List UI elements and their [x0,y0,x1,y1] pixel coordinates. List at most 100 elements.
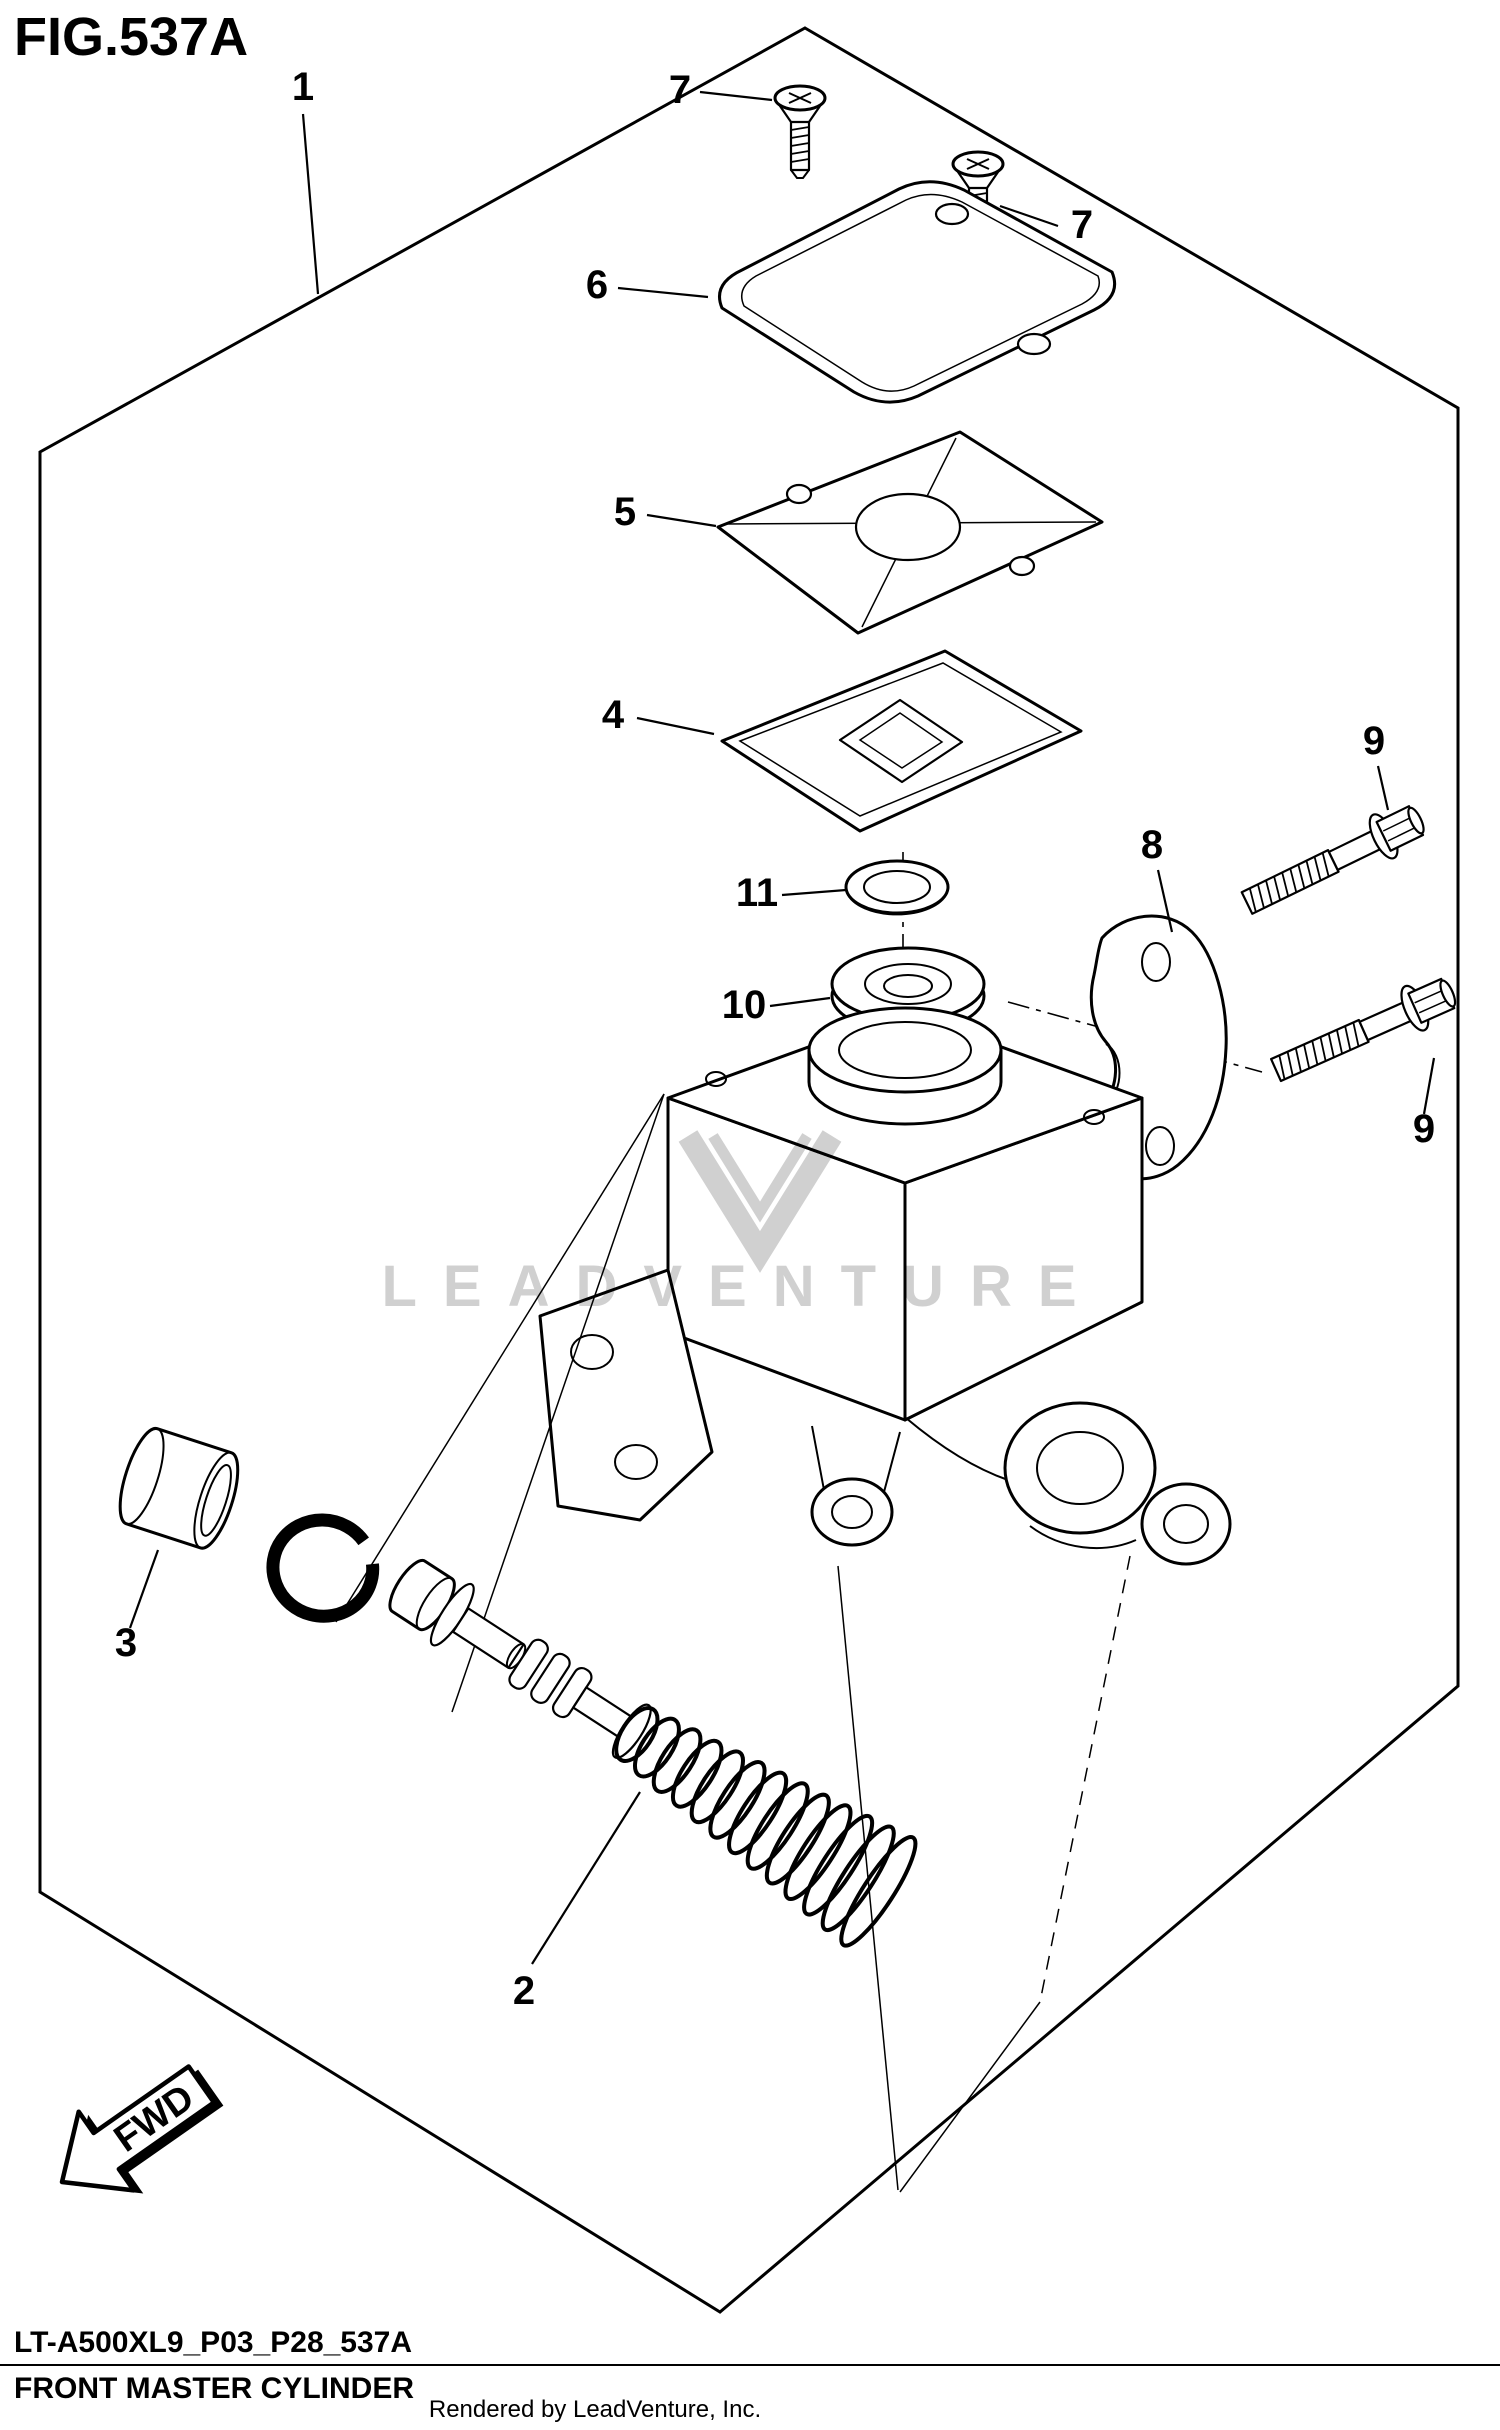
leader-line [1376,765,1390,811]
thread-line [790,150,810,155]
bore-boss-inner [1036,1431,1124,1505]
callout-3[interactable]: 3 [115,1621,137,1665]
thread-line [1321,852,1330,877]
callout-10[interactable]: 10 [722,983,767,1027]
body-bottom-edge [1029,1525,1137,1550]
thread-line [1344,1025,1352,1051]
callout-1[interactable]: 1 [292,65,314,109]
watermark-logo-icon [678,1130,842,1273]
projection-line [335,1093,665,1623]
callout-7-top[interactable]: 7 [669,68,691,112]
leader-line [531,1791,641,1965]
spring-coil [633,1716,681,1779]
callouts: 1 7 7 6 5 4 11 10 8 9 9 3 2 [115,65,1435,2013]
piston-rod [451,1607,525,1669]
thread-line [1313,856,1322,881]
thread-line [1336,1029,1343,1054]
leader-line [128,1549,160,1629]
callout-11[interactable]: 11 [736,871,778,915]
plate-screw-hole [785,483,813,505]
callout-9-lower[interactable]: 9 [1413,1107,1435,1151]
banjo-union [810,1477,894,1547]
circlip-ring [266,1513,380,1623]
callout-7-right[interactable]: 7 [1071,203,1093,247]
part-washer-ring [844,859,950,916]
plate-center-hole [854,492,962,562]
callout-5[interactable]: 5 [614,490,636,534]
thread-line [1305,860,1314,885]
cap-screw-boss [705,1071,727,1087]
flange-hole [570,1334,614,1370]
spring-coil [670,1738,724,1809]
callout-2[interactable]: 2 [513,1969,535,2013]
washer-thickness [846,892,948,916]
part-screw-top [773,84,827,179]
leader-line [781,888,847,897]
leader-line [617,286,709,299]
clevis-lug [1140,1482,1232,1566]
cap-screw-hole [934,202,970,226]
thread-line [1286,1051,1294,1076]
leader-line [646,513,717,528]
spring-coil [820,1824,896,1933]
bore-boss [1003,1401,1157,1535]
spring-coil [839,1835,918,1948]
screw-slot [788,92,812,104]
spring-coil [727,1770,789,1856]
clamp-hole [1141,942,1171,982]
thread-line [1278,1055,1286,1080]
flange-hole [614,1444,658,1480]
thread-line [1352,1022,1360,1047]
thread-line [1257,884,1265,909]
part-cap-plate [716,430,1104,635]
cap-screw-boss [1083,1109,1105,1125]
watermark-text: LEADVENTURE [381,1254,1102,1319]
cap-outline [718,180,1117,404]
leader-line [636,716,715,736]
projection-lines [335,1093,1131,2193]
banjo-stem [811,1425,901,1493]
cap-inner-rim [741,193,1100,392]
screw-tip [790,169,810,179]
callout-8[interactable]: 8 [1141,823,1163,867]
bolt-head-facet [1382,816,1413,832]
thread-line [790,142,810,147]
figure-title: FIG.537A [14,7,249,67]
clamp-hole [1145,1126,1175,1166]
spring-coil [689,1749,745,1825]
mounting-flange [538,1268,714,1522]
footer-divider [0,2364,1500,2366]
callout-9-upper[interactable]: 9 [1363,719,1385,763]
leader-line [1422,1057,1436,1115]
projection-line [899,2001,1041,2193]
part-circlip [266,1513,380,1623]
part-bolt-lower [1270,977,1457,1083]
leader-line [999,204,1059,228]
footer-part-code: LT-A500XL9_P03_P28_537A [14,2326,413,2359]
spring-coil [764,1792,831,1886]
callout-6[interactable]: 6 [586,263,608,307]
thread-line [1297,864,1306,889]
thread-line [1303,1044,1311,1069]
banjo-union-hole [831,1495,873,1529]
thread-line [1265,880,1273,905]
spring-coil [783,1803,853,1901]
boot-inner-hole [883,974,933,998]
bolt-head-facet [1387,826,1418,842]
fwd-arrow-shape [59,2064,217,2193]
thread-line [1327,1033,1335,1058]
cup-back-rim [119,1427,165,1526]
thread-line [1281,872,1290,897]
callout-4[interactable]: 4 [602,693,625,737]
washer-outer [844,859,950,915]
bore-transition [905,1417,1009,1481]
cup-opening [193,1451,239,1550]
bolt-head-facet [1418,999,1449,1014]
bolt-head-end [1407,806,1425,835]
diaphragm-boss [838,698,964,784]
fwd-arrow: FWD [59,2064,224,2194]
diagram-frame [38,26,1460,2314]
cup-silhouette [118,1426,240,1550]
